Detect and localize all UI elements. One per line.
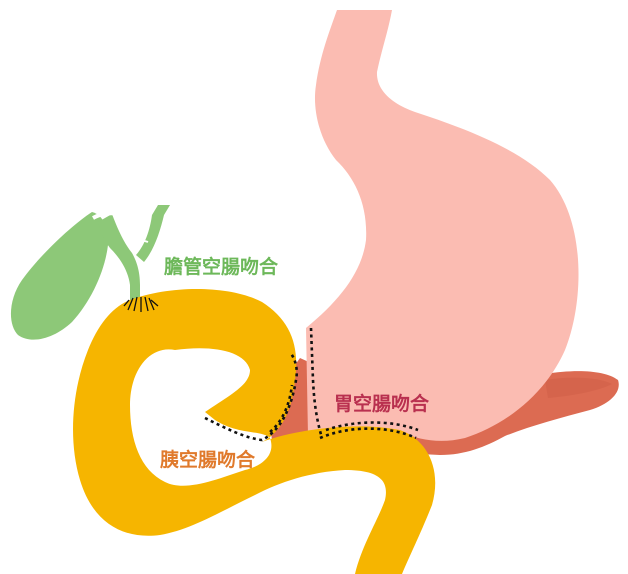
pancreatic-anastomosis-label: 胰空腸吻合 bbox=[159, 448, 256, 471]
bile-duct-anastomosis-label: 膽管空腸吻合 bbox=[163, 255, 279, 278]
stomach-icon bbox=[306, 10, 579, 441]
gastric-anastomosis-label: 胃空腸吻合 bbox=[334, 392, 430, 415]
